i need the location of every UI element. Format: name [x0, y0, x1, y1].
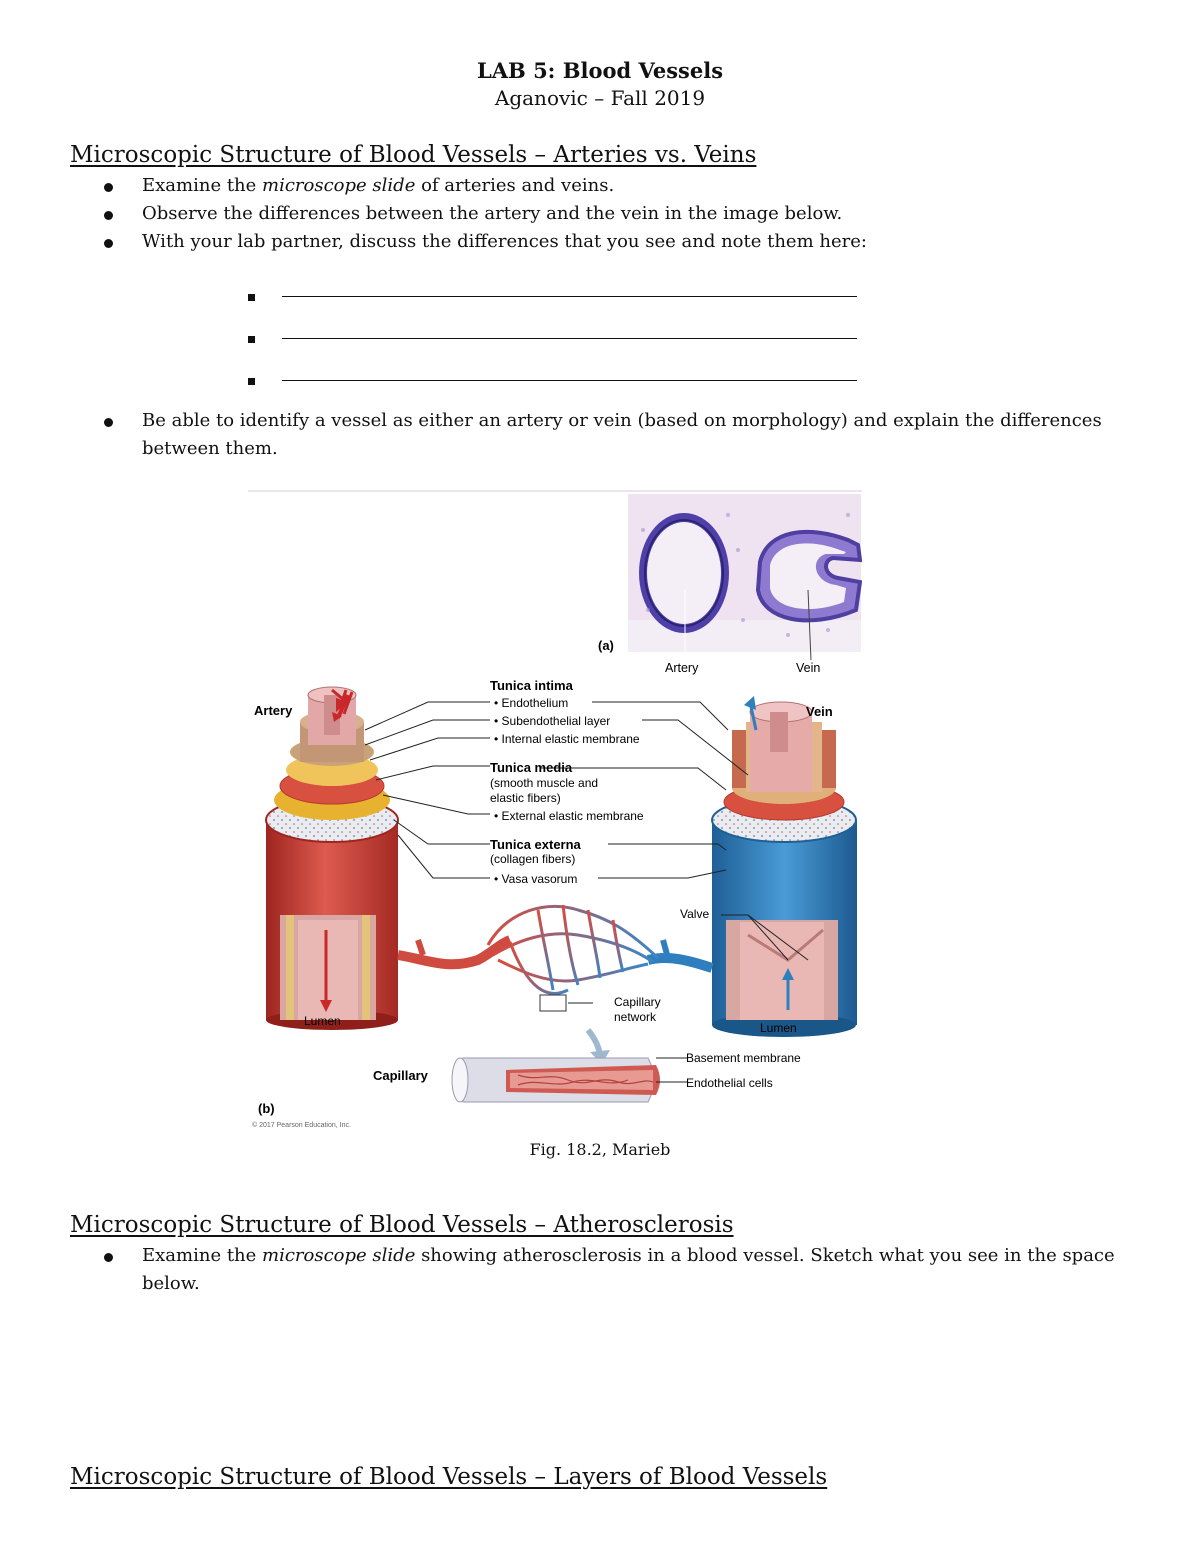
label-artery-micrograph: Artery	[665, 661, 699, 675]
capillary-network	[397, 904, 714, 1064]
bullet-text: Examine the microscope slide showing ath…	[142, 1245, 1115, 1294]
bullet-dot-icon	[104, 1253, 113, 1262]
answer-blank-line[interactable]	[282, 380, 857, 381]
blood-flow-arrow-icon	[342, 691, 354, 715]
blood-vessel-diagram: (a) Artery Vein	[248, 490, 863, 1129]
answer-blank-line[interactable]	[282, 296, 857, 297]
label-basement-membrane: Basement membrane	[686, 1051, 801, 1065]
label-endothelial-cells: Endothelial cells	[686, 1076, 773, 1090]
label-media-note: (smooth muscle and	[490, 776, 598, 790]
label-externa-note: (collagen fibers)	[490, 852, 575, 866]
label-tunica-intima: Tunica intima	[490, 678, 574, 693]
figure-caption: Fig. 18.2, Marieb	[529, 1140, 671, 1159]
square-bullet-icon	[248, 294, 255, 301]
bullet-text: Observe the differences between the arte…	[142, 203, 843, 224]
label-media-note: elastic fibers)	[490, 791, 561, 805]
bullet-dot-icon	[104, 183, 113, 192]
document-subtitle: Aganovic – Fall 2019	[494, 86, 706, 110]
label-subendothelial-layer: • Subendothelial layer	[494, 714, 610, 728]
capillary-detail	[451, 1057, 660, 1103]
answer-blank-line[interactable]	[282, 338, 857, 339]
label-vasa-vasorum: • Vasa vasorum	[494, 872, 577, 886]
label-capillary: Capillary	[373, 1068, 429, 1083]
label-endothelium: • Endothelium	[494, 696, 568, 710]
label-artery: Artery	[254, 703, 293, 718]
label-vein: Vein	[806, 704, 833, 719]
label-lumen-artery: Lumen	[304, 1014, 341, 1028]
label-capillary-network: Capillary	[614, 995, 661, 1009]
artery-illustration	[265, 686, 399, 1030]
section-heading-layers: Microscopic Structure of Blood Vessels –…	[70, 1464, 828, 1490]
label-a: (a)	[598, 638, 614, 653]
section-heading-arteries-veins: Microscopic Structure of Blood Vessels –…	[70, 142, 757, 168]
label-internal-elastic-membrane: • Internal elastic membrane	[494, 732, 640, 746]
blood-flow-arrow-icon	[744, 696, 756, 710]
label-tunica-externa: Tunica externa	[490, 837, 582, 852]
square-bullet-icon	[248, 336, 255, 343]
label-lumen-vein: Lumen	[760, 1021, 797, 1035]
label-valve: Valve	[680, 907, 709, 921]
bullet-dot-icon	[104, 211, 113, 220]
bullet-text: With your lab partner, discuss the diffe…	[142, 231, 867, 252]
label-vein-micrograph: Vein	[796, 661, 820, 675]
bullet-text: Be able to identify a vessel as either a…	[142, 410, 1102, 459]
vein-illustration	[711, 696, 857, 1037]
label-capillary-network: network	[614, 1010, 657, 1024]
label-b: (b)	[258, 1101, 275, 1116]
label-external-elastic-membrane: • External elastic membrane	[494, 809, 644, 823]
bullet-text: Examine the microscope slide of arteries…	[142, 175, 615, 196]
label-tunica-media: Tunica media	[490, 760, 573, 775]
blood-vessel-figure: (a) Artery Vein	[248, 490, 863, 1132]
document-title: LAB 5: Blood Vessels	[476, 58, 724, 83]
figure-copyright: © 2017 Pearson Education, Inc.	[252, 1121, 351, 1129]
section-heading-atherosclerosis: Microscopic Structure of Blood Vessels –…	[70, 1212, 734, 1238]
bullet-dot-icon	[104, 418, 113, 427]
bullet-dot-icon	[104, 239, 113, 248]
square-bullet-icon	[248, 378, 255, 385]
